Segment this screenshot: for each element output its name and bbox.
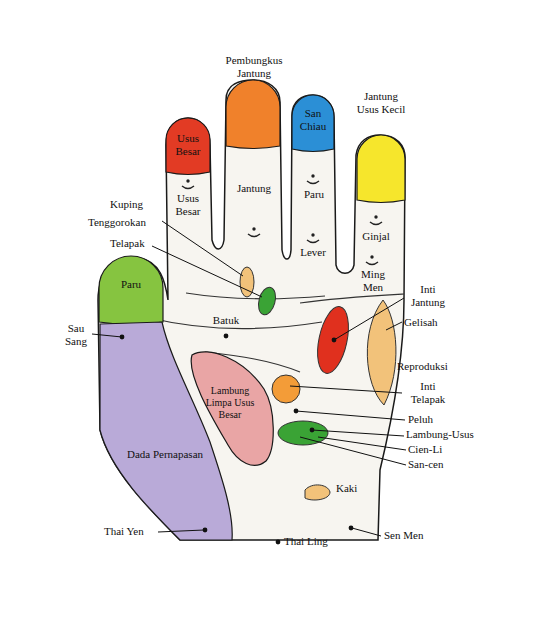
leader-line: [386, 322, 402, 330]
zone-shape-path: [357, 135, 405, 203]
point-label: Lever: [293, 246, 333, 259]
point-mark: [307, 181, 319, 184]
point-label: Kaki: [336, 482, 386, 495]
point-dot: [186, 179, 189, 182]
foot-zone: [305, 485, 330, 500]
point-dot: [374, 215, 377, 218]
small-zones: [240, 267, 396, 500]
reflex-zone: Lambung Limpa Usus Besar: [188, 345, 276, 469]
leader-line: [352, 528, 381, 536]
point-dot: [311, 233, 314, 236]
leader-line: [334, 298, 404, 340]
leader-line: [92, 334, 122, 337]
leader-dot: [276, 540, 281, 545]
point-label: Tenggorokan: [88, 216, 168, 229]
palm-lines: [150, 293, 404, 372]
point-label: Sen Men: [384, 529, 454, 542]
zone-shape-path: [226, 80, 280, 149]
leader-dot: [332, 338, 337, 343]
reflex-zone: San Chiau: [292, 95, 334, 151]
finger-marks: [182, 181, 382, 265]
leader-line: [162, 221, 243, 276]
heart-core-zone: [312, 304, 354, 376]
region-label: Lambung Limpa Usus Besar: [205, 385, 255, 421]
region-label: San Chiau: [292, 107, 334, 133]
point-dot: [252, 227, 255, 230]
leader-line: [152, 246, 262, 297]
zone-shape-path: [191, 352, 273, 466]
point-label: Inti Jantung: [403, 283, 453, 309]
point-mark: [366, 262, 378, 265]
restless-zone: [367, 300, 396, 405]
leader-dot: [203, 528, 208, 533]
point-mark: [182, 186, 194, 189]
point-label: Paru: [294, 188, 334, 201]
leader-line: [296, 411, 405, 420]
zone-shape-path: [99, 256, 163, 325]
leader-dots: [120, 334, 354, 545]
point-mark: [370, 222, 382, 225]
region-label: Dada Pernapasan: [125, 448, 205, 461]
palm-crease: [186, 293, 325, 299]
point-label: Telapak: [110, 237, 170, 250]
leader-line: [312, 430, 404, 436]
reflex-zone: Jantung Usus Kecil: [352, 90, 410, 204]
leader-group: [92, 221, 406, 536]
ear-zone: [240, 267, 254, 297]
reflex-zone: Dada Pernapasan: [98, 318, 238, 550]
region-label: Paru: [99, 278, 163, 291]
leader-dot: [294, 409, 299, 414]
point-label: Ginjal: [354, 230, 398, 243]
leader-line: [318, 437, 406, 450]
zone-shape: [98, 318, 238, 550]
zone-shape-path: [292, 95, 334, 152]
throat-zone: [256, 285, 279, 316]
point-label: Jantung: [228, 182, 280, 195]
leader-line: [300, 437, 406, 465]
point-label: Thai Yen: [104, 525, 164, 538]
point-label: Sau Sang: [58, 322, 94, 348]
point-dot: [370, 255, 373, 258]
point-dot: [311, 174, 314, 177]
point-label: Batuk: [204, 314, 248, 327]
palm-core-zone: [272, 375, 300, 403]
reflex-zone: Paru: [99, 256, 163, 326]
leader-dot: [224, 334, 229, 339]
region-label: Jantung Usus Kecil: [352, 90, 410, 116]
leader-dot: [349, 526, 354, 531]
point-label: Usus Besar: [168, 192, 208, 218]
point-label: Ming Men: [355, 268, 391, 294]
region-label: Usus Besar: [166, 132, 210, 158]
reflex-zone: Usus Besar: [166, 118, 210, 174]
point-label: Lambung-Usus: [406, 428, 506, 441]
point-label: Kuping: [110, 198, 170, 211]
leader-line: [290, 386, 402, 393]
point-label: Gelisah: [404, 316, 464, 329]
reflex-zone: Pembungkus Jantung: [212, 54, 296, 148]
point-label: San-cen: [408, 458, 478, 471]
zone-shape: [99, 256, 163, 326]
point-label: Thai Ling: [284, 535, 354, 548]
hand-outline: [98, 80, 405, 540]
palm-crease: [300, 294, 404, 303]
finger-dots: [186, 174, 377, 258]
point-mark: [248, 234, 260, 237]
leader-dot: [120, 335, 125, 340]
point-label: Peluh: [408, 413, 468, 426]
leader-dot: [310, 428, 315, 433]
point-label: Inti Telapak: [402, 380, 454, 406]
point-label: Cien-Li: [408, 443, 478, 456]
region-label: Pembungkus Jantung: [212, 54, 296, 80]
leader-line: [158, 530, 204, 532]
zone-shape-path: [166, 118, 210, 175]
point-mark: [307, 240, 319, 243]
point-label: Reproduksi: [397, 360, 477, 373]
stomach-intestine-zone: [278, 421, 328, 445]
